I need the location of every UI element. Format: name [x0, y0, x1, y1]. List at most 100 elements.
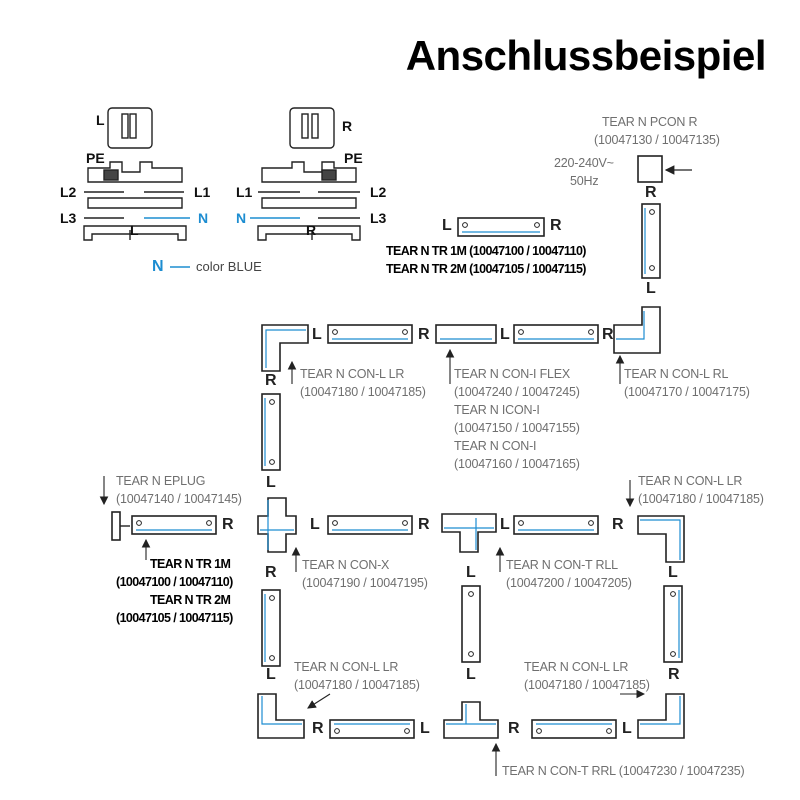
- feed-code: (10047130 / 10047135): [594, 133, 720, 147]
- adapter-right-l2-label: L2: [370, 184, 387, 200]
- track-vertical-middle: [461, 585, 481, 663]
- con-i-flex-line-3: TEAR N ICON-I: [454, 403, 540, 417]
- con-t-rll-name: TEAR N CON-T RLL: [506, 558, 618, 572]
- track-left-label-4: (10047105 / 10047115): [116, 611, 233, 625]
- row3-r2: R: [508, 720, 520, 737]
- track-vertical-left-bottom: [261, 589, 281, 667]
- con-i-flex-line-6: (10047160 / 10047165): [454, 457, 580, 471]
- adapter-right-pe-label: PE: [344, 150, 363, 166]
- t-connector-bottom: [443, 701, 499, 739]
- left-col-l: L: [266, 474, 276, 491]
- track-left-label-3: TEAR N TR 2M: [150, 593, 231, 607]
- col-mid-l: L: [466, 666, 476, 683]
- con-x-name: TEAR N CON-X: [302, 558, 390, 572]
- feed-voltage: 220-240V~: [554, 156, 614, 170]
- con-l-lr-right-code: (10047180 / 10047185): [638, 492, 764, 506]
- track-top-sample: [457, 217, 545, 237]
- track-row1-b: [513, 324, 599, 344]
- corner-top-right: [613, 306, 661, 354]
- con-i-flex-line-5: TEAR N CON-I: [454, 439, 537, 453]
- row1-r2: R: [602, 326, 614, 343]
- flex-connector: [435, 324, 497, 344]
- top-track-r: R: [550, 217, 562, 234]
- right-l-letter: L: [668, 564, 678, 581]
- row1-r1: R: [418, 326, 430, 343]
- track-vertical-feed: [641, 203, 661, 279]
- con-l-rl-code: (10047170 / 10047175): [624, 385, 750, 399]
- con-l-lr-br-code: (10047180 / 10047185): [524, 678, 650, 692]
- t-l-letter: L: [466, 564, 476, 581]
- top-track-l: L: [442, 217, 452, 234]
- feed-frequency: 50Hz: [570, 174, 599, 188]
- adapter-right-bottom-label: R: [306, 222, 317, 238]
- feed-r-letter: R: [645, 184, 657, 201]
- con-l-lr-bl-name: TEAR N CON-L LR: [294, 660, 399, 674]
- pointer-arrows: [99, 348, 646, 776]
- eplug-code: (10047140 / 10047145): [116, 492, 242, 506]
- row3-l2: L: [622, 720, 632, 737]
- con-t-rll-code: (10047200 / 10047205): [506, 576, 632, 590]
- track-top-label-1: TEAR N TR 1M (10047100 / 10047110): [386, 244, 586, 258]
- con-l-lr-bl-code: (10047180 / 10047185): [294, 678, 420, 692]
- track-row3-b: [531, 719, 617, 739]
- con-l-lr-top-code: (10047180 / 10047185): [300, 385, 426, 399]
- corner-bottom-right: [637, 693, 685, 739]
- adapter-left-bottom-label: L: [130, 222, 139, 238]
- track-left-label-2: (10047100 / 10047110): [116, 575, 233, 589]
- feed-name: TEAR N PCON R: [602, 115, 698, 129]
- adapter-right-l3-label: L3: [370, 210, 387, 226]
- feed-l-letter: L: [646, 280, 656, 297]
- col-right-r: R: [668, 666, 680, 683]
- feed-box: [637, 155, 663, 183]
- row2-r3: R: [612, 516, 624, 533]
- legend-n-label: N: [152, 258, 164, 275]
- legend-text: color BLUE: [196, 259, 262, 274]
- con-x-code: (10047190 / 10047195): [302, 576, 428, 590]
- con-i-flex-line-2: (10047240 / 10047245): [454, 385, 580, 399]
- track-left-label-1: TEAR N TR 1M: [150, 557, 231, 571]
- adapter-left-pe-label: PE: [86, 150, 105, 166]
- col-l-bottom: L: [266, 666, 276, 683]
- t-connector-top: [441, 513, 497, 553]
- corner-top-left: [261, 324, 309, 372]
- adapter-left-n-label: N: [198, 210, 209, 226]
- end-plug: [111, 511, 130, 541]
- track-vertical-right: [663, 585, 683, 663]
- track-row2-b: [327, 515, 413, 535]
- track-row1-a: [327, 324, 413, 344]
- adapter-right-l1-label: L1: [236, 184, 253, 200]
- adapter-right-diagram: [250, 107, 361, 241]
- track-vertical-left-top: [261, 393, 281, 471]
- adapter-left-l3-label: L3: [60, 210, 77, 226]
- row2-l1: L: [310, 516, 320, 533]
- row1-l1: L: [312, 326, 322, 343]
- x-r-letter: R: [265, 564, 277, 581]
- adapter-left-l1-label: L1: [194, 184, 211, 200]
- row3-l1: L: [420, 720, 430, 737]
- con-t-rrl-label: TEAR N CON-T RRL (10047230 / 10047235): [502, 764, 745, 778]
- adapter-right-n-label: N: [236, 210, 247, 226]
- eplug-name: TEAR N EPLUG: [116, 474, 206, 488]
- corner-mid-right: [637, 515, 685, 563]
- adapter-left-l2-label: L2: [60, 184, 77, 200]
- row1-l2: L: [500, 326, 510, 343]
- x-connector: [257, 497, 297, 553]
- row2-r1: R: [222, 516, 234, 533]
- row2-l2: L: [500, 516, 510, 533]
- track-row2-a: [131, 515, 217, 535]
- page-title: Anschlussbeispiel: [405, 32, 767, 79]
- con-l-lr-br-name: TEAR N CON-L LR: [524, 660, 629, 674]
- con-l-rl-name: TEAR N CON-L RL: [624, 367, 729, 381]
- row2-r2: R: [418, 516, 430, 533]
- adapter-left-diagram: [83, 107, 190, 241]
- row3-r1: R: [312, 720, 324, 737]
- con-l-lr-right-name: TEAR N CON-L LR: [638, 474, 743, 488]
- track-top-label-2: TEAR N TR 2M (10047105 / 10047115): [386, 262, 586, 276]
- adapter-right-top-label: R: [342, 118, 353, 134]
- con-i-flex-line-1: TEAR N CON-I FLEX: [454, 367, 571, 381]
- con-l-lr-top-name: TEAR N CON-L LR: [300, 367, 405, 381]
- corner-bottom-left: [257, 693, 305, 739]
- con-i-flex-line-4: (10047150 / 10047155): [454, 421, 580, 435]
